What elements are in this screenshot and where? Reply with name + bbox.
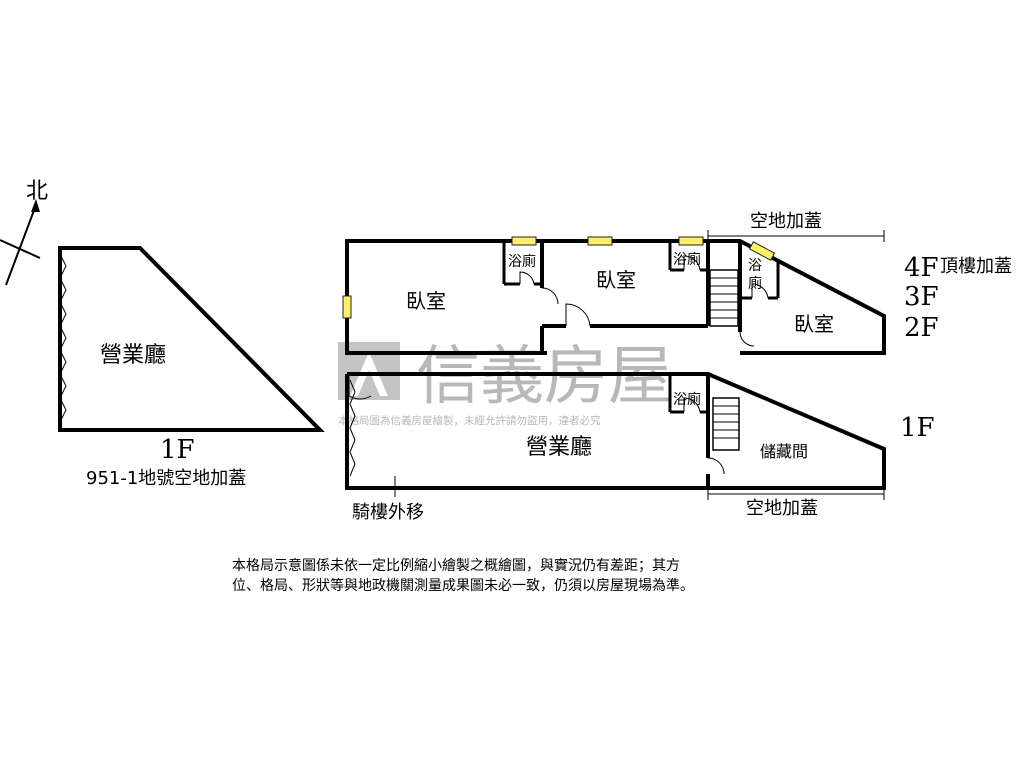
window-icon — [748, 241, 776, 261]
lower-stair-treads — [713, 405, 739, 439]
window-icon — [342, 295, 352, 319]
upper-windows — [342, 236, 776, 319]
upper-bath1-label: 浴廁 — [508, 253, 536, 270]
upper-bath2-label: 浴廁 — [673, 251, 701, 268]
lower-dimension — [707, 488, 885, 500]
lower-hall-label: 營業廳 — [526, 435, 592, 460]
lower-bath-label: 浴廁 — [673, 391, 701, 408]
upper-bath3-bottom-label: 廁 — [748, 275, 762, 292]
window-icon — [587, 236, 613, 246]
disclaimer-line-2: 位、格局、形狀等與地政機關測量成果圖未必一致，仍須以房屋現場為準。 — [232, 578, 694, 594]
disclaimer-text: 本格局示意圖係未依一定比例縮小繪製之概繪圖，與實況仍有差距；其方 位、格局、形狀… — [232, 556, 832, 596]
left-plan-caption: 951-1地號空地加蓋 — [86, 468, 246, 489]
lower-bottom-annotation: 空地加蓋 — [746, 498, 818, 519]
lower-floor-plan — [345, 372, 886, 497]
lower-door-storage — [707, 457, 725, 475]
upper-door-left — [541, 287, 559, 305]
floor-label-3f: 3F — [904, 282, 939, 312]
compass-north-label: 北 — [26, 179, 48, 204]
compass-needle — [5, 204, 37, 286]
left-plan-room-label: 營業廳 — [100, 343, 166, 368]
upper-bedroom-mid-label: 臥室 — [596, 268, 636, 292]
lower-floor-label: 1F — [900, 413, 935, 443]
floor-label-4f: 4F — [904, 253, 939, 283]
window-icon — [511, 236, 537, 246]
upper-bedroom-left-label: 臥室 — [406, 289, 446, 313]
upper-door-bed2 — [565, 303, 591, 327]
upper-floor-plan — [345, 239, 886, 355]
compass: 北 — [0, 179, 48, 286]
lower-storage-label: 儲藏間 — [760, 442, 808, 461]
watermark-notice: 本格局圖為信義房屋繪製，未經允許請勿盜用，違者必究 — [338, 414, 601, 427]
upper-door-bath2 — [683, 255, 701, 271]
lower-plan-window-zigzag — [349, 379, 356, 477]
upper-door-hall — [739, 331, 755, 347]
lower-door-entrance — [348, 376, 372, 400]
left-plan-outline — [58, 246, 325, 432]
upper-stair-box — [709, 269, 739, 327]
upper-stair-treads — [710, 277, 738, 319]
upper-top-annotation: 空地加蓋 — [750, 211, 822, 232]
upper-dimension — [707, 230, 885, 242]
upper-bedroom-right-label: 臥室 — [794, 312, 834, 336]
north-arrow-icon — [31, 199, 40, 212]
left-plan-window-zigzag — [59, 253, 67, 423]
disclaimer-line-1: 本格局示意圖係未依一定比例縮小繪製之概繪圖，與實況仍有差距；其方 — [232, 558, 680, 574]
compass-crossbar — [0, 239, 41, 259]
floor-label-2f: 2F — [904, 313, 939, 343]
lower-door-bath — [683, 397, 701, 413]
arcade-note-label: 騎樓外移 — [352, 502, 424, 523]
lower-stair-box — [712, 397, 740, 451]
upper-bath3-top-label: 浴 — [748, 258, 762, 274]
lower-plan-outer-wall — [345, 372, 886, 490]
window-icon — [678, 236, 704, 246]
left-plan-floor-label: 1F — [160, 435, 195, 465]
floor-label-4f-note: 頂樓加蓋 — [940, 256, 1012, 277]
upper-door-bath1 — [519, 271, 535, 285]
left-floor-plan: 營業廳 1F 951-1地號空地加蓋 — [58, 246, 325, 489]
upper-door-bath3 — [751, 283, 769, 299]
